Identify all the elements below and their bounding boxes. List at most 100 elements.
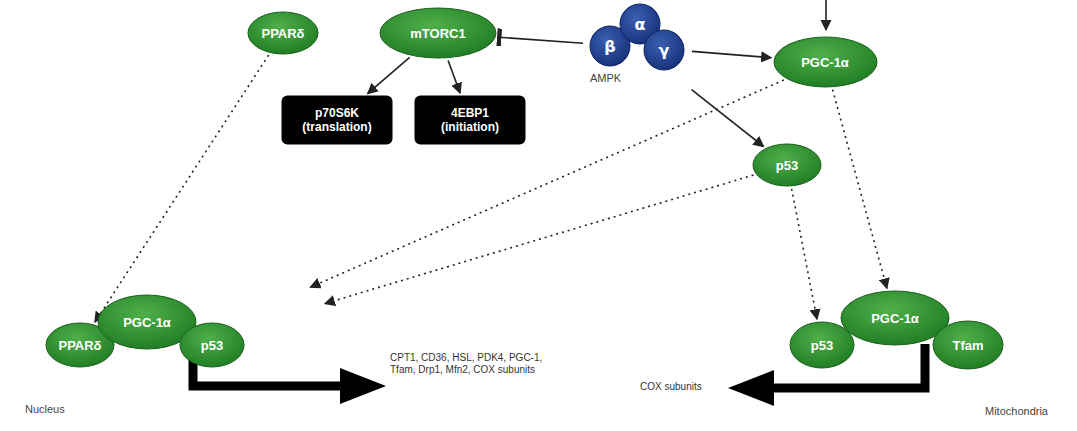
nucleus-shape — [0, 239, 339, 431]
crista — [977, 252, 993, 306]
dna-rung — [803, 365, 804, 374]
dna-rung — [105, 365, 106, 374]
node-label: PPARδ — [58, 338, 101, 353]
node-label: p70S6K (translation) — [291, 106, 383, 134]
inhibition-line — [499, 37, 583, 43]
gene-list: CPT1, CD36, HSL, PDK4, PGC-1, Tfam, Drp1… — [390, 352, 555, 376]
node-label: α — [635, 15, 646, 34]
protein-ellipse: PGC-1α — [840, 290, 950, 346]
dna-rung — [321, 362, 322, 377]
translocation-arrow — [833, 90, 887, 289]
dna-rung — [887, 362, 888, 377]
region-label: AMPK — [590, 72, 621, 84]
nucleus: NucleusPPARδPGC-1αp53 — [0, 238, 340, 431]
node-label: Tfam — [952, 338, 983, 353]
protein-ellipse: Tfam — [932, 320, 1004, 370]
dna-rung — [141, 362, 142, 377]
dna-rung — [117, 362, 118, 377]
node-label: PPARδ — [261, 26, 304, 41]
crista — [787, 280, 803, 291]
dna-rung — [123, 364, 124, 377]
protein-ellipse: mTORC1 — [379, 7, 497, 59]
node-label: p53 — [776, 158, 798, 173]
dna-rung — [995, 365, 996, 374]
node-label: β — [604, 37, 615, 56]
dna-rung — [285, 365, 286, 374]
translocation-arrow — [325, 175, 754, 304]
crista — [863, 252, 879, 291]
dna-rung — [237, 362, 238, 377]
dna-rung — [45, 365, 46, 374]
dna-rung — [941, 368, 942, 373]
dna-rung — [207, 368, 208, 373]
protein-ellipse: PPARδ — [247, 11, 319, 55]
process-box-shape — [415, 96, 526, 145]
dna-rung — [261, 362, 262, 377]
dna-rung — [869, 362, 870, 378]
dna-rung — [917, 368, 918, 373]
input-arrow — [825, 0, 827, 30]
dna-rung — [111, 368, 112, 373]
process-box-shape — [282, 96, 393, 145]
dna-rung — [797, 368, 798, 373]
dna-rung — [791, 362, 792, 377]
protein-ellipse-shape — [753, 144, 821, 186]
crista — [939, 252, 955, 291]
dna-rung — [911, 362, 912, 377]
dna-rung — [147, 368, 148, 373]
node-label: p53 — [201, 338, 223, 353]
transcription-arrowhead — [340, 368, 386, 404]
dna-rung — [165, 365, 166, 374]
dna-rung — [935, 365, 936, 374]
process-box: 4EBP1 (initiation) — [414, 95, 526, 145]
protein-ellipse-shape — [790, 322, 854, 368]
dna-rung — [99, 362, 100, 378]
dna-rung — [159, 362, 160, 378]
dna-rung — [57, 362, 58, 377]
dna-rung — [303, 364, 304, 377]
dna-rung — [87, 368, 88, 373]
dna-rung — [893, 364, 894, 377]
dna-rung — [1013, 364, 1014, 377]
dna-rung — [923, 365, 924, 374]
dna-rung — [1049, 362, 1050, 378]
dna-rung — [267, 368, 268, 373]
dna-rung — [1043, 365, 1044, 374]
region-label: Mitochondria — [985, 405, 1048, 417]
dna-rung — [177, 362, 178, 377]
dna-rung — [33, 365, 34, 374]
mitochondrion-shape — [756, 241, 1077, 431]
dna-rung — [291, 368, 292, 373]
dna-rung — [183, 364, 184, 377]
node-label: PGC-1α — [871, 311, 919, 326]
protein-ellipse: p53 — [752, 143, 822, 187]
dna-rung — [273, 365, 274, 374]
activation-arrow — [448, 61, 460, 94]
node-label: γ — [659, 41, 670, 60]
dna-rung — [315, 364, 316, 377]
dna-rung — [857, 368, 858, 373]
dna-rung — [863, 365, 864, 374]
dna-rung — [905, 364, 906, 377]
transcription-arrowhead — [728, 370, 774, 406]
dna-rung — [327, 368, 328, 373]
dna-rung — [171, 368, 172, 373]
dna-rung — [1025, 364, 1026, 377]
dna-rung — [243, 364, 244, 377]
region-label: Nucleus — [25, 403, 65, 415]
process-box: p70S6K (translation) — [281, 95, 393, 145]
dna-rung — [1007, 362, 1008, 377]
dna-rung — [255, 364, 256, 377]
translocation-arrow — [95, 55, 269, 322]
dna-rung — [51, 368, 52, 373]
dna-rung — [785, 364, 786, 377]
translocation-arrow — [792, 189, 817, 319]
activation-arrow — [368, 57, 410, 93]
subunit-circle: γ — [643, 29, 685, 71]
dna-rung — [195, 364, 196, 377]
crista — [1015, 252, 1031, 291]
dna-rung — [1055, 365, 1056, 374]
dna-rung — [27, 368, 28, 373]
